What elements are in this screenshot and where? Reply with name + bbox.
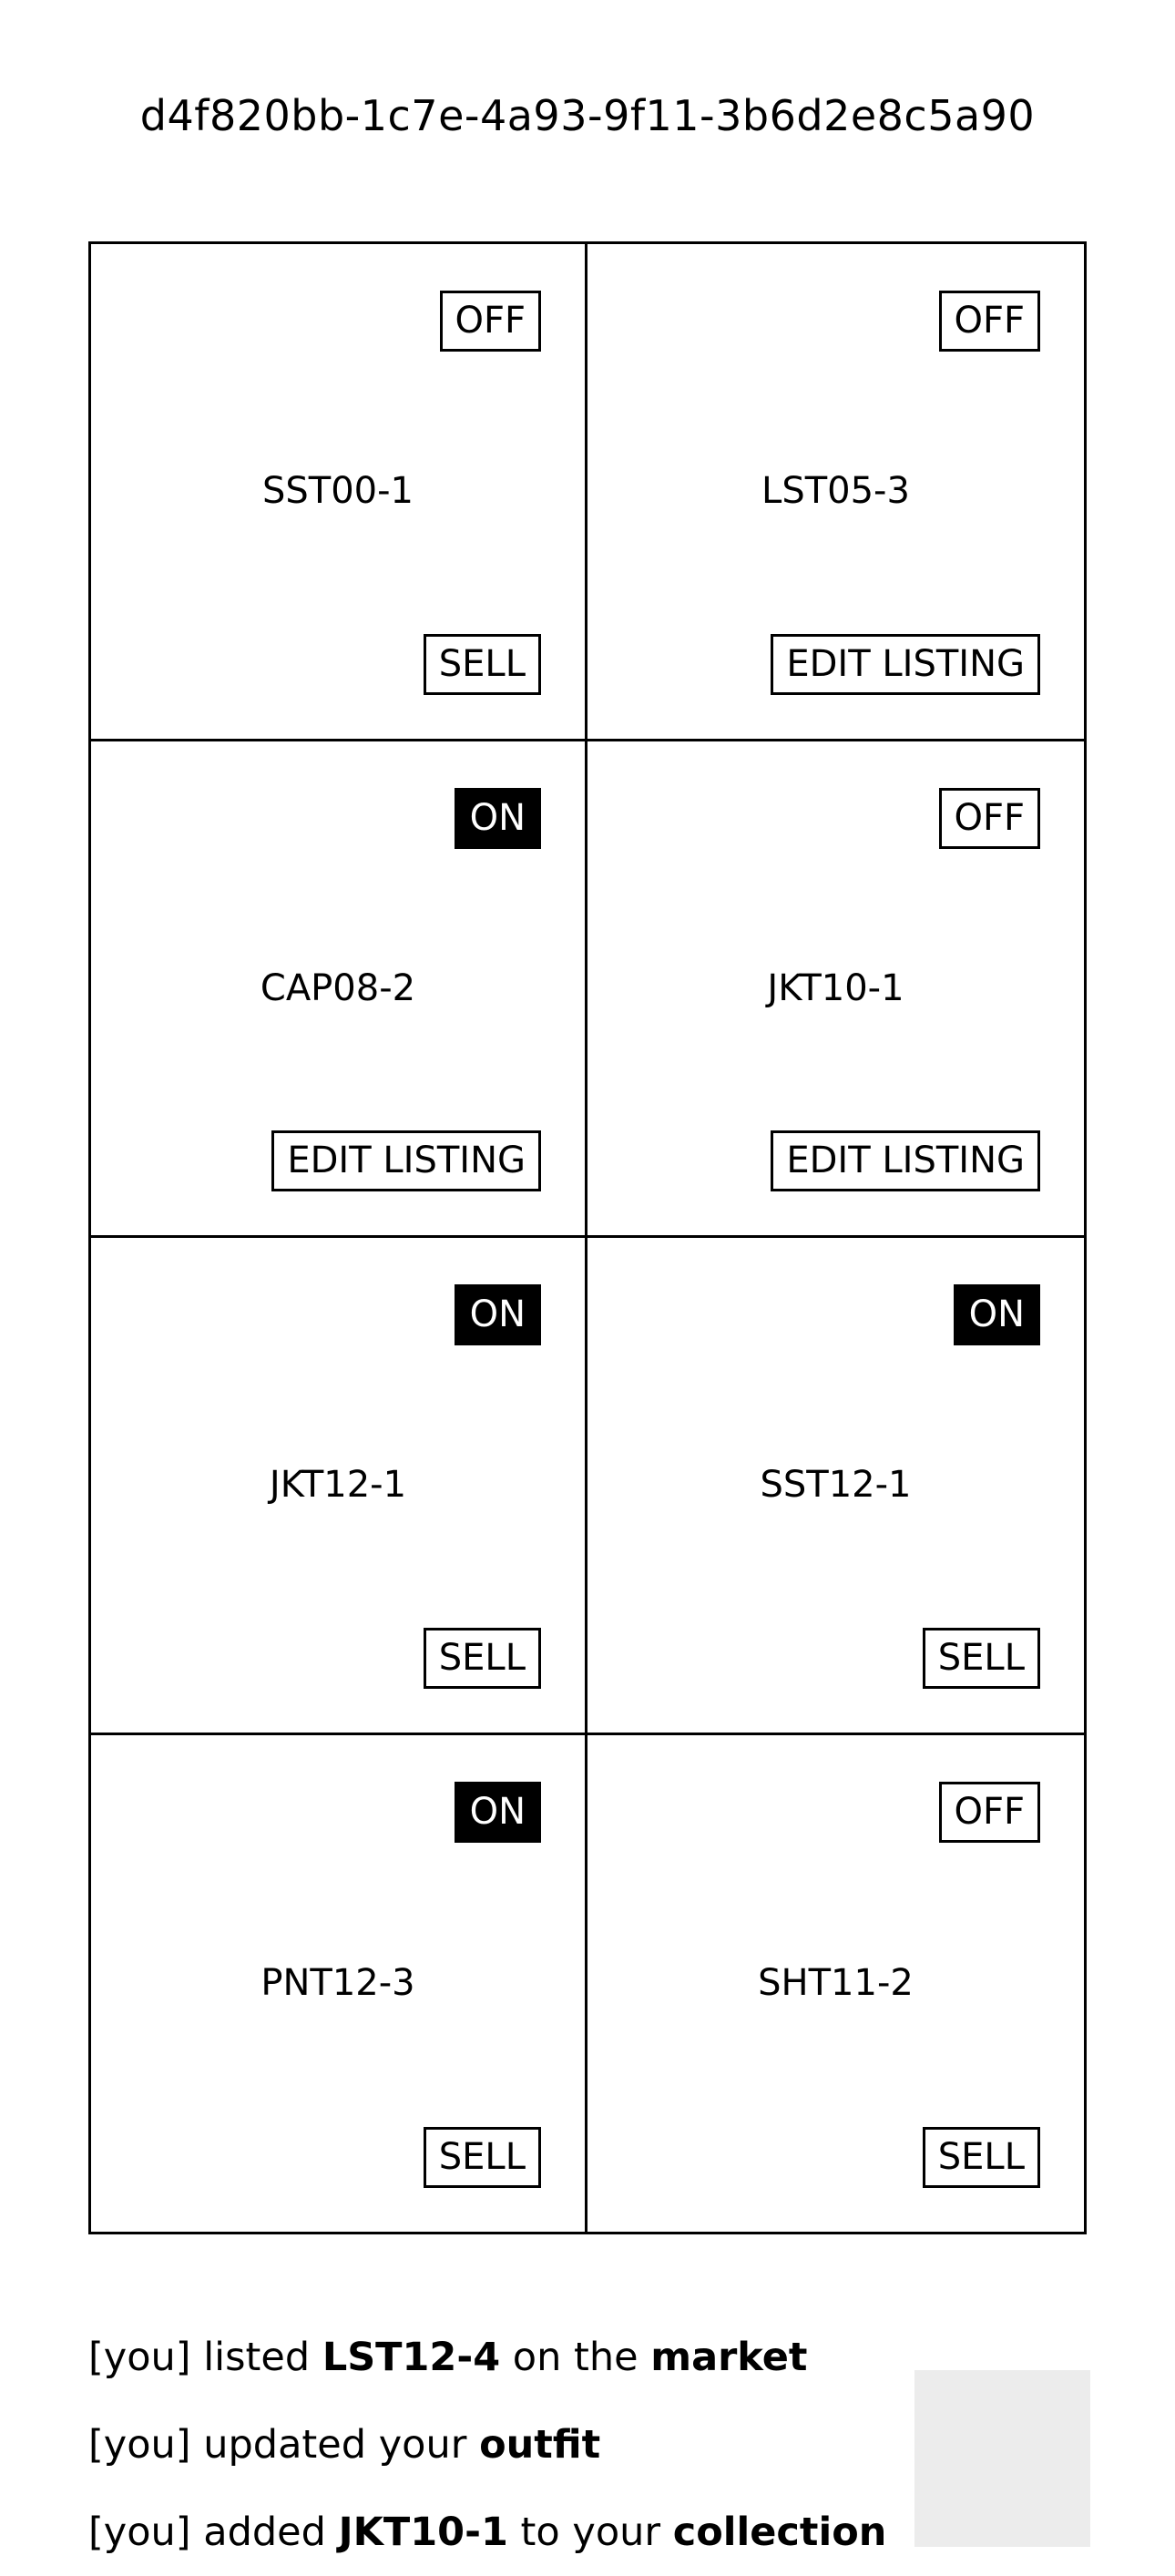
activity-feed: [you] listed LST12-4 on the market [you]… <box>88 2314 908 2576</box>
edit-listing-button[interactable]: EDIT LISTING <box>771 633 1040 695</box>
feed-item: [you] listed LST12-4 on the market <box>88 2314 908 2401</box>
sell-button[interactable]: SELL <box>423 1627 541 1689</box>
feed-actor: [you] <box>88 2422 191 2468</box>
item-card: ON CAP08-2 EDIT LISTING <box>91 741 588 1238</box>
item-code: SHT11-2 <box>758 1962 914 2005</box>
sell-button[interactable]: SELL <box>423 2127 541 2188</box>
item-card: ON SST12-1 SELL <box>588 1238 1084 1735</box>
edit-listing-button[interactable]: EDIT LISTING <box>771 1130 1040 1191</box>
item-code: SST00-1 <box>262 470 414 513</box>
visibility-toggle[interactable]: ON <box>454 1781 541 1843</box>
visibility-toggle[interactable]: ON <box>953 1284 1040 1345</box>
feed-actor: [you] <box>88 2335 191 2380</box>
item-code: LST05-3 <box>761 470 910 513</box>
item-card: ON PNT12-3 SELL <box>91 1734 588 2232</box>
sell-button[interactable]: SELL <box>423 633 541 695</box>
visibility-toggle[interactable]: OFF <box>938 787 1040 849</box>
edit-listing-button[interactable]: EDIT LISTING <box>271 1130 541 1191</box>
item-code: CAP08-2 <box>260 966 416 1009</box>
item-card: OFF JKT10-1 EDIT LISTING <box>588 741 1084 1238</box>
visibility-toggle[interactable]: OFF <box>938 291 1040 352</box>
feed-item: [you] added JKT10-1 to your collection <box>88 2489 908 2576</box>
page-id: d4f820bb-1c7e-4a93-9f11-3b6d2e8c5a90 <box>139 91 1036 140</box>
feed-verb: updated your <box>203 2422 467 2468</box>
item-code: PNT12-3 <box>261 1962 415 2005</box>
visibility-toggle[interactable]: OFF <box>439 291 541 352</box>
item-card: OFF LST05-3 EDIT LISTING <box>588 244 1084 741</box>
item-card: OFF SHT11-2 SELL <box>588 1735 1084 2233</box>
item-code: JKT10-1 <box>767 966 904 1009</box>
sell-button[interactable]: SELL <box>922 2127 1040 2188</box>
feed-subject-link[interactable]: JKT10-1 <box>338 2510 508 2555</box>
visibility-toggle[interactable]: ON <box>454 1284 541 1345</box>
item-code: SST12-1 <box>760 1464 912 1507</box>
item-grid: OFF SST00-1 SELL OFF LST05-3 EDIT LISTIN… <box>88 241 1087 2234</box>
visibility-toggle[interactable]: ON <box>454 787 541 849</box>
feed-target-link[interactable]: outfit <box>479 2422 601 2468</box>
item-code: JKT12-1 <box>269 1464 407 1507</box>
feed-verb: listed <box>203 2335 311 2380</box>
visibility-toggle[interactable]: OFF <box>938 1781 1040 1843</box>
sell-button[interactable]: SELL <box>922 1627 1040 1689</box>
feed-verb: added <box>203 2510 326 2555</box>
feed-actor: [you] <box>88 2510 191 2555</box>
feed-target-link[interactable]: market <box>650 2335 808 2380</box>
image-placeholder <box>914 2370 1090 2547</box>
feed-subject-link[interactable]: LST12-4 <box>322 2335 501 2380</box>
item-card: OFF SST00-1 SELL <box>91 244 588 741</box>
feed-target-link[interactable]: collection <box>672 2510 887 2555</box>
feed-connector: to your <box>520 2510 661 2555</box>
feed-item: [you] updated your outfit <box>88 2401 908 2489</box>
item-card: ON JKT12-1 SELL <box>91 1238 588 1735</box>
feed-connector: on the <box>512 2335 639 2380</box>
